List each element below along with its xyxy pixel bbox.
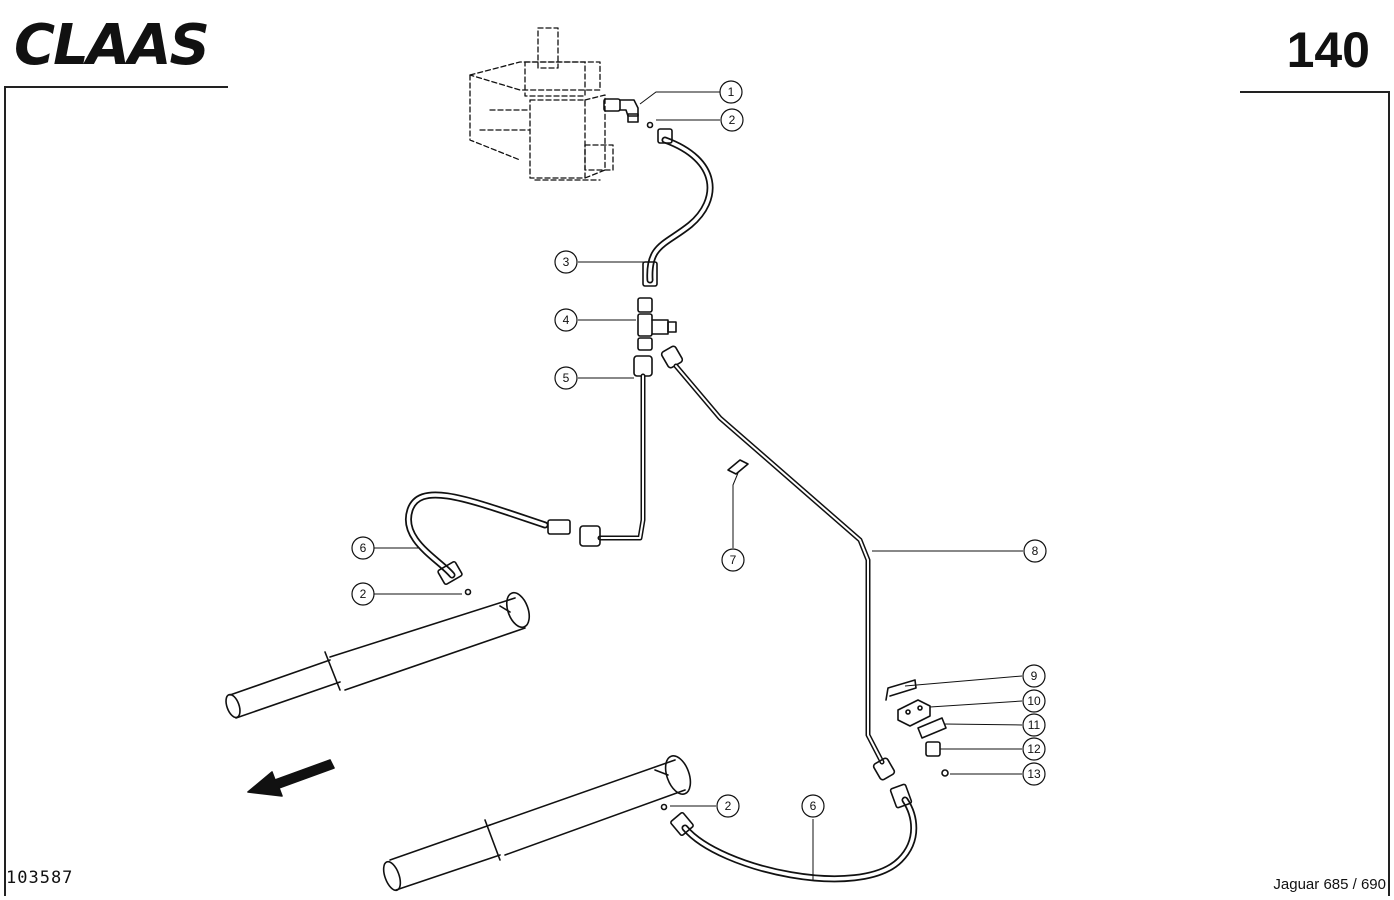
callout-8: 8 xyxy=(1023,539,1047,563)
washer-part-13 xyxy=(941,769,949,777)
o-ring-part-2-lower xyxy=(660,803,668,811)
pipe-clamp-part-7 xyxy=(727,459,749,475)
callout-circle xyxy=(554,308,578,332)
callout-label: 1 xyxy=(728,85,735,99)
callout-circle xyxy=(1022,737,1046,761)
bracket-part-9 xyxy=(885,679,917,701)
model-label: Jaguar 685 / 690 xyxy=(1273,876,1386,893)
callout-circle xyxy=(554,250,578,274)
travel-direction-arrow-icon xyxy=(247,759,335,797)
leader-lines xyxy=(374,91,1023,880)
callout-5: 5 xyxy=(554,366,578,390)
callout-circle xyxy=(716,794,740,818)
hose-part-6-left xyxy=(404,491,571,585)
callout-label: 2 xyxy=(729,113,736,127)
tee-fitting-part-4 xyxy=(637,297,677,351)
callout-2: 2 xyxy=(720,108,744,132)
callout-7: 7 xyxy=(721,548,745,572)
frame-right-border xyxy=(1388,91,1390,896)
callout-circle xyxy=(554,366,578,390)
valve-block xyxy=(469,27,614,181)
callout-label: 8 xyxy=(1032,544,1039,558)
o-ring-part-2-top xyxy=(646,121,654,129)
callout-label: 9 xyxy=(1031,669,1038,683)
drawing-number: 103587 xyxy=(6,868,74,888)
callout-3: 3 xyxy=(554,250,578,274)
callout-label: 4 xyxy=(563,313,570,327)
callout-13: 13 xyxy=(1022,762,1046,786)
callout-4: 4 xyxy=(554,308,578,332)
callout-circle xyxy=(720,108,744,132)
cylinder-lower xyxy=(382,755,692,892)
callout-circle xyxy=(1022,762,1046,786)
callout-circle xyxy=(1023,539,1047,563)
callout-label: 7 xyxy=(730,553,737,567)
callout-circle xyxy=(1022,689,1046,713)
callout-label: 6 xyxy=(360,541,367,555)
brand-wordmark: CLAAS xyxy=(14,20,208,68)
pipe-part-5 xyxy=(579,355,653,547)
header-rule-right xyxy=(1240,91,1390,93)
pipe-part-8 xyxy=(660,345,896,781)
callout-label: 13 xyxy=(1027,767,1041,781)
callout-2: 2 xyxy=(351,582,375,606)
callout-circle xyxy=(351,582,375,606)
callout-label: 12 xyxy=(1027,742,1041,756)
callout-circle xyxy=(1022,664,1046,688)
cylinder-upper xyxy=(225,591,531,719)
frame-left-border xyxy=(4,86,6,896)
callout-11: 11 xyxy=(1022,713,1046,737)
callout-1: 1 xyxy=(719,80,743,104)
callout-label: 11 xyxy=(1028,718,1041,732)
callout-label: 5 xyxy=(563,371,570,385)
callout-2: 2 xyxy=(716,794,740,818)
o-ring-part-2-left xyxy=(464,588,472,596)
callout-label: 6 xyxy=(810,799,817,813)
page-number: 140 xyxy=(1286,22,1370,78)
clamp-block-part-10 xyxy=(897,699,931,727)
callout-12: 12 xyxy=(1022,737,1046,761)
hose-part-6-lower xyxy=(670,783,918,883)
header-rule-left xyxy=(4,86,228,88)
callout-6: 6 xyxy=(801,794,825,818)
callout-circle xyxy=(721,548,745,572)
nut-part-12 xyxy=(925,741,941,757)
callout-circle xyxy=(801,794,825,818)
callout-label: 10 xyxy=(1027,694,1041,708)
callout-circle xyxy=(719,80,743,104)
callout-6: 6 xyxy=(351,536,375,560)
claas-logo: CLAAS xyxy=(14,20,210,68)
cover-plate-part-11 xyxy=(917,717,947,739)
callout-9: 9 xyxy=(1022,664,1046,688)
callout-label: 2 xyxy=(360,587,367,601)
callout-label: 2 xyxy=(725,799,732,813)
upper-hose-part-3 xyxy=(642,128,714,287)
callout-circle xyxy=(351,536,375,560)
callout-label: 3 xyxy=(563,255,570,269)
elbow-fitting-part-1 xyxy=(603,98,639,123)
callout-10: 10 xyxy=(1022,689,1046,713)
callout-circle xyxy=(1022,713,1046,737)
